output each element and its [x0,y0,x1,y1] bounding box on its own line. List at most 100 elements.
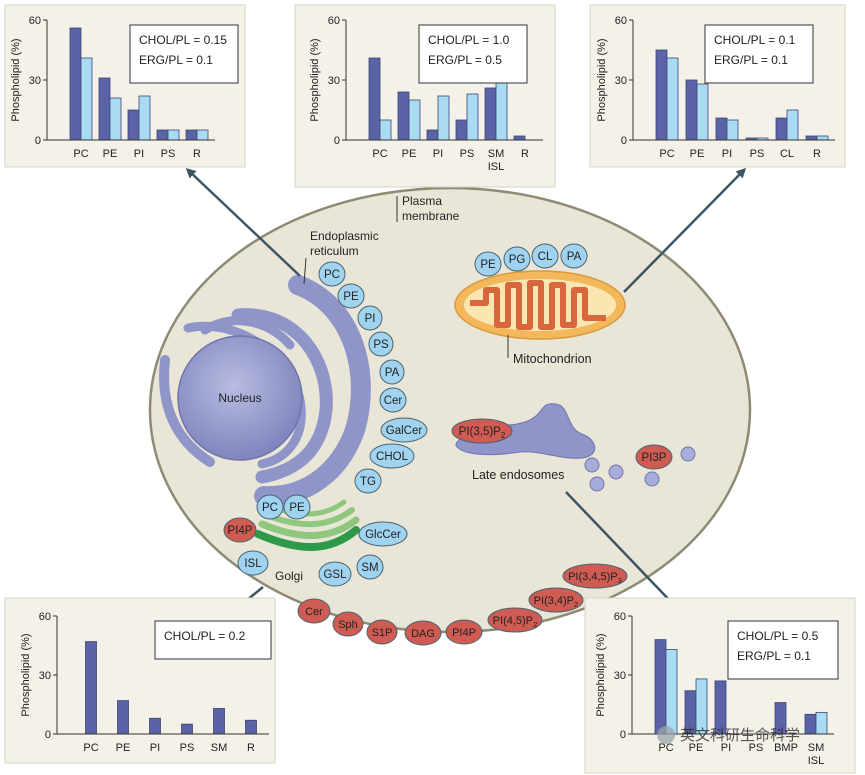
bar-pe-s1 [408,99,421,141]
y-tick-label: 0 [35,135,41,147]
bar-r-s0 [245,719,257,735]
er-badge-4-label: PA [385,367,400,379]
bar-pc-s0 [654,639,667,735]
bar-ps-s0 [455,119,468,141]
membrane-badge-7: PI(3,4,5)P3 [562,563,628,589]
y-tick-label: 0 [45,729,51,741]
mito-badge-2-label: CL [538,251,553,263]
bar-sm-isl-s0 [484,87,497,141]
endosome-vesicle [584,457,600,473]
x-tick-label: ISL [488,161,505,173]
bar-pc-s1 [666,57,679,141]
legend-text: CHOL/PL = 0.1 [714,33,796,47]
x-tick-label: PC [659,148,674,160]
er-badge-8: TG [354,468,382,494]
mito-badge-3: PA [560,243,588,269]
bar-r-s1 [816,135,829,141]
bar-cl-s1 [786,109,799,141]
endosome-badge-pi3p: PI3P [635,444,673,470]
x-tick-label: PE [116,742,131,754]
membrane-badge-1-label: Sph [338,619,358,631]
late-endosomes-label: Late endosomes [472,468,564,482]
endosome-vesicle [644,471,660,487]
bar-pe-s1 [696,83,709,141]
y-tick-label: 0 [620,729,626,741]
bar-pc-s0 [69,27,82,141]
bar-ps-s1 [167,129,180,141]
er-badge-1-label: PE [343,291,359,303]
bar-r-s1 [196,129,209,141]
bar-pe-s1 [109,97,122,141]
legend-text: CHOL/PL = 0.15 [139,33,227,47]
mitochondrion-label: Mitochondrion [513,352,592,366]
bar-ps-s0 [181,723,193,735]
golgi-badge-pc-label: PC [262,502,278,514]
nucleus [177,335,303,461]
membrane-badge-3: DAG [404,620,442,646]
membrane-badge-3-label: DAG [411,628,435,640]
wechat-icon [657,726,675,744]
er-badge-0: PC [318,261,346,287]
x-tick-label: PI [721,742,731,754]
y-tick-label: 30 [39,670,51,682]
y-tick-label: 30 [614,670,626,682]
x-tick-label: SM [808,742,825,754]
legend-text: ERG/PL = 0.1 [139,53,213,67]
x-tick-label: PS [750,148,765,160]
bar-sm-isl-s1 [815,711,828,735]
watermark-text: 英文科研生命科学 [680,726,800,744]
golgi-badge-isl-label: ISL [244,558,262,570]
x-tick-label: PC [372,148,387,160]
membrane-badge-0-label: Cer [305,606,323,618]
y-tick-label: 60 [615,15,627,27]
y-axis-label: Phospholipid (%) [596,38,608,121]
nucleus-label: Nucleus [218,391,261,405]
x-tick-label: R [193,148,201,160]
arrow-er-to-chart [185,167,301,277]
er-badge-2-label: PI [365,313,376,325]
bar-pe-s1 [695,678,708,735]
y-axis-label: Phospholipid (%) [20,633,32,716]
endosome-vesicle [680,446,696,462]
y-axis-label: Phospholipid (%) [309,38,321,121]
x-tick-label: PS [749,742,764,754]
plasma-membrane-label-line1: Plasma [402,194,442,208]
bar-pi-s1 [726,119,739,141]
y-tick-label: 60 [39,611,51,623]
legend-box [704,24,814,84]
mito-badge-1: PG [503,246,531,272]
endosome-badge-pi35p2-label: PI(3,5)P2 [459,426,506,440]
y-axis-label: Phospholipid (%) [595,633,607,716]
y-tick-label: 60 [614,611,626,623]
late-endosome-body [455,403,596,459]
er-badge-5-label: Cer [384,395,403,407]
legend-text: ERG/PL = 0.1 [737,649,811,663]
bar-ps-s0 [156,129,169,141]
x-tick-label: PE [103,148,118,160]
x-tick-label: PC [83,742,98,754]
x-tick-label: PC [658,742,673,754]
bar-r-s0 [513,135,526,141]
golgi-badge-pc: PC [256,494,284,520]
bar-pc-s0 [368,57,381,141]
golgi-badge-pe-label: PE [289,502,305,514]
x-tick-label: PS [180,742,195,754]
er-badge-8-label: TG [360,476,376,488]
legend-box [418,24,528,84]
golgi-badge-pi4p-label: PI4P [228,525,253,537]
bar-r-s0 [805,135,818,141]
membrane-badge-5: PI(4,5)P2 [487,607,543,633]
endosome-vesicle [589,476,605,492]
arrow-mito-to-chart [623,167,747,293]
golgi-badge-glccer-label: GlcCer [365,529,401,541]
legend-box [727,620,839,680]
er-badge-5: Cer [379,387,407,413]
x-tick-label: ISL [808,755,825,767]
bar-pc-s1 [665,649,678,735]
er-badge-7: CHOL [369,443,415,469]
membrane-badge-6: PI(3,4)P2 [528,587,584,613]
x-tick-label: PI [134,148,144,160]
bar-pi-s0 [715,117,728,141]
golgi-badge-glccer: GlcCer [358,521,408,547]
